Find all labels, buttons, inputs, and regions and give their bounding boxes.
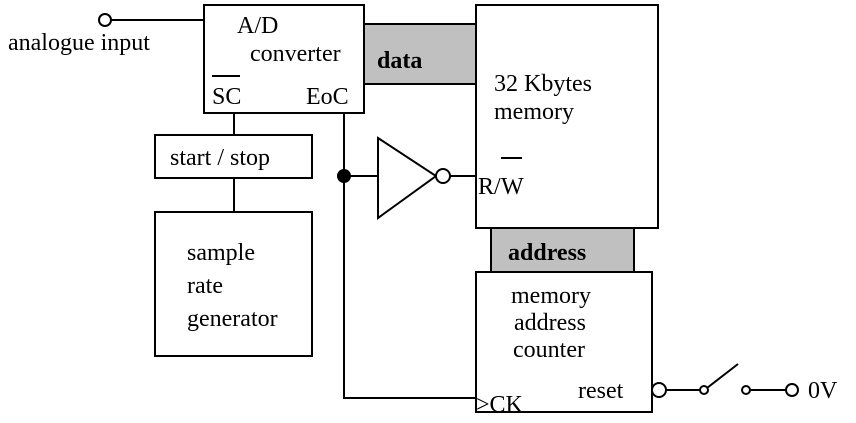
reset-pin-label: reset: [578, 378, 624, 404]
rw-pin-label-w: W: [501, 174, 524, 200]
counter-label-line3: counter: [513, 337, 585, 363]
ck-pin-label: >CK: [476, 392, 524, 418]
analogue-input-terminal: [98, 13, 112, 27]
inverter-gate: [377, 136, 438, 220]
sample-rate-label-line2: rate: [187, 273, 223, 299]
analogue-input-label: analogue input: [8, 30, 150, 56]
counter-label-line1: memory: [511, 283, 591, 309]
eoc-to-ck-wire: [343, 113, 476, 399]
start-stop-label: start / stop: [170, 145, 270, 171]
sample-rate-label-line3: generator: [187, 306, 278, 332]
inverter-bubble: [435, 168, 451, 184]
eoc-pin-label: EoC: [306, 84, 349, 110]
rw-pin-label-r: R/: [478, 174, 501, 200]
sample-rate-generator-box: [154, 211, 313, 357]
address-bus-label: address: [508, 240, 586, 266]
memory-address-counter-box: [475, 271, 653, 413]
adc-label-line1: A/D: [237, 13, 278, 39]
switch-contact-left: [699, 385, 709, 395]
switch-contact-right: [741, 385, 751, 395]
data-bus-label: data: [377, 48, 422, 74]
sc-pin-label: SC: [212, 84, 241, 110]
memory-box: [475, 4, 659, 229]
data-bus: [363, 23, 477, 85]
reset-bubble: [651, 382, 667, 398]
memory-label-line1: 32 Kbytes: [494, 71, 592, 97]
ground-terminal: [785, 383, 799, 397]
ground-label: 0V: [808, 378, 838, 404]
adc-label-line2: converter: [250, 41, 341, 67]
memory-label-line2: memory: [494, 99, 574, 125]
counter-label-line2: address: [514, 310, 586, 336]
sample-rate-label-line1: sample: [187, 240, 255, 266]
switch-lever: [706, 363, 739, 389]
